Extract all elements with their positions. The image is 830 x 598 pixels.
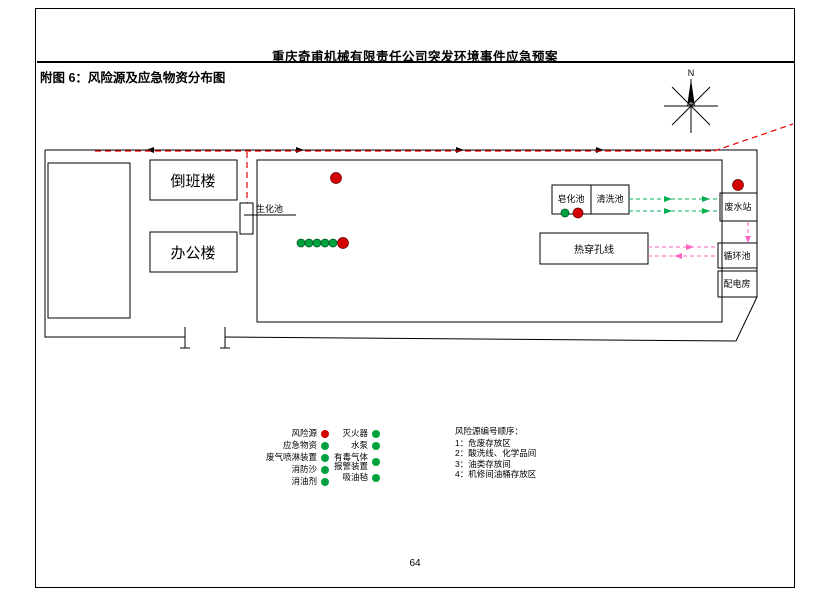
supply-dot bbox=[304, 238, 314, 248]
red-flow-line bbox=[713, 123, 794, 152]
risk-source-dot bbox=[337, 237, 349, 249]
legend-item: 灭火器 bbox=[330, 428, 380, 440]
supply-legend-dot bbox=[321, 478, 329, 486]
legend-label: 有毒气体报警装置 bbox=[333, 451, 368, 471]
legend-label: 消油剂 bbox=[291, 476, 317, 487]
supply-dot bbox=[312, 238, 322, 248]
legend-item: 消油剂 bbox=[243, 476, 329, 488]
supply-legend-dot bbox=[372, 458, 380, 466]
wastewater-station-label: 废水站 bbox=[724, 201, 751, 212]
power-distribution-room bbox=[717, 270, 758, 298]
office-building-label: 办公楼 bbox=[170, 245, 215, 262]
flow-arrow-left bbox=[146, 147, 154, 153]
header-divider bbox=[37, 61, 794, 63]
legend-label: 灭火器 bbox=[342, 428, 368, 439]
legend-label: 吸油毡 bbox=[342, 472, 368, 483]
supply-legend-dot bbox=[321, 454, 329, 462]
legend-item: 应急物资 bbox=[243, 440, 329, 452]
biochemical-pond bbox=[239, 202, 254, 235]
legend-column-1: 风险源 应急物资 废气喷淋装置 消防沙 消油剂 bbox=[243, 428, 329, 488]
flow-arrow-right bbox=[456, 147, 464, 153]
risk-numbering-item: 1：危废存放区 bbox=[455, 437, 511, 448]
power-distribution-room-label: 配电房 bbox=[723, 278, 750, 289]
supply-legend-dot bbox=[372, 474, 380, 482]
cleaning-pool-label: 清洗池 bbox=[596, 193, 623, 204]
biochemical-pond-label: 生化池 bbox=[256, 203, 283, 214]
page-number: 64 bbox=[409, 558, 421, 569]
risk-source-dot bbox=[572, 207, 584, 219]
circulation-pool-label: 循环池 bbox=[723, 250, 750, 261]
supply-legend-dot bbox=[372, 430, 380, 438]
legend-item: 消防沙 bbox=[243, 464, 329, 476]
hot-piercing-line bbox=[539, 232, 649, 265]
circulation-flow-line bbox=[648, 222, 751, 259]
gate-posts bbox=[180, 327, 230, 349]
legend-label: 水泵 bbox=[350, 440, 368, 451]
office-building bbox=[149, 231, 238, 273]
flow-arrow-right bbox=[596, 147, 604, 153]
supply-dot bbox=[320, 238, 330, 248]
risk-numbering-item: 4：机修间油桶存放区 bbox=[455, 469, 537, 479]
shift-building bbox=[149, 159, 238, 201]
building-outline bbox=[47, 162, 131, 319]
legend-item: 有毒气体报警装置 bbox=[330, 452, 380, 472]
legend-item: 废气喷淋装置 bbox=[243, 452, 329, 464]
circulation-pool bbox=[717, 242, 758, 269]
supply-dot bbox=[328, 238, 338, 248]
legend-label: 废气喷淋装置 bbox=[265, 452, 317, 463]
risk-source-dot bbox=[732, 179, 744, 191]
hot-piercing-line-label: 热穿孔线 bbox=[574, 243, 614, 256]
plant-boundary bbox=[44, 150, 185, 338]
supply-legend-dot bbox=[321, 442, 329, 450]
wastewater-station bbox=[719, 192, 758, 222]
supply-legend-dot bbox=[372, 442, 380, 450]
risk-source-legend-dot bbox=[321, 430, 329, 438]
north-label: N bbox=[688, 68, 695, 78]
flow-arrow-right bbox=[296, 147, 304, 153]
risk-numbering-item: 2：酸洗线、化学品间 bbox=[455, 448, 537, 458]
risk-numbering-notes: 风险源编号顺序： 1：危废存放区 2：酸洗线、化学品间 3：油类存放间 4：机修… bbox=[455, 426, 536, 480]
legend-label: 应急物资 bbox=[282, 440, 317, 451]
supply-dot bbox=[560, 208, 570, 218]
legend-item: 吸油毡 bbox=[330, 472, 380, 484]
workshop-outline bbox=[256, 159, 723, 323]
supply-dot bbox=[296, 238, 306, 248]
legend-label: 消防沙 bbox=[291, 464, 317, 475]
legend-item: 风险源 bbox=[243, 428, 329, 440]
shift-building-label: 倒班楼 bbox=[170, 173, 215, 190]
compass-icon: N bbox=[664, 68, 718, 133]
saponification-pool-label: 皂化池 bbox=[557, 193, 584, 204]
header-title: 重庆奇甫机械有限责任公司突发环境事件应急预案 bbox=[271, 50, 558, 64]
figure-title: 附图 6：风险源及应急物资分布图 bbox=[40, 71, 226, 85]
legend-item: 水泵 bbox=[330, 440, 380, 452]
legend-column-2: 灭火器 水泵 有毒气体报警装置 吸油毡 bbox=[330, 428, 380, 484]
supply-legend-dot bbox=[321, 466, 329, 474]
risk-source-dot bbox=[330, 172, 342, 184]
page-border bbox=[35, 8, 795, 588]
wastewater-flow-line bbox=[629, 196, 718, 214]
risk-numbering-title: 风险源编号顺序： bbox=[455, 426, 524, 436]
legend-label: 风险源 bbox=[291, 428, 317, 439]
plant-boundary bbox=[45, 149, 758, 342]
risk-numbering-item: 3：油类存放间 bbox=[455, 458, 511, 469]
